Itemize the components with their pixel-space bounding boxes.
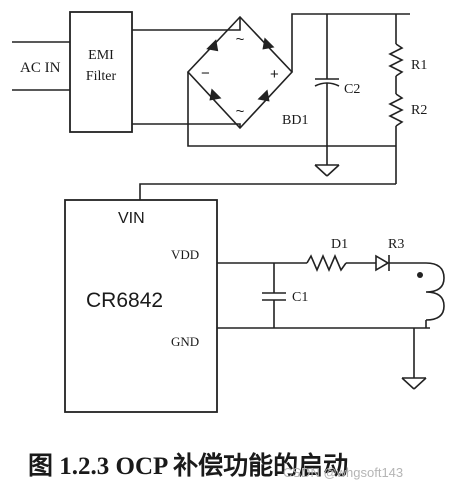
r3-component [375,254,390,272]
bridge-diode-2 [262,37,275,50]
vin-pin-label: VIN [118,210,145,227]
c1-label: C1 [292,290,308,305]
watermark: CSDN @whgsoft143 [283,465,404,480]
bridge-ac-top-label: ~ [236,31,245,48]
r1-resistor [388,43,404,77]
negative-rail-wire [187,72,396,147]
vin-feed-wire [139,183,396,200]
winding-polarity-dot [417,272,423,278]
bridge-diode-3 [209,88,222,101]
emi-to-bridge-bottom-wire [132,123,241,128]
bridge-plus-label: + [270,66,279,83]
chip-part-number: CR6842 [86,289,163,312]
emi-to-bridge-top-wire [132,17,241,31]
figure-caption: 图 1.2.3 OCP 补偿功能的启动 [28,453,349,480]
bridge-rectifier [186,15,294,130]
bridge-diode-1 [206,39,219,52]
c2-label: C2 [344,82,360,97]
auxiliary-winding [425,262,445,321]
bridge-ac-bottom-label: ~ [236,103,245,120]
ground-symbol-top [314,164,340,177]
d1-label: D1 [331,237,348,252]
emi-label: EMI [88,48,114,63]
cr6842-chip [64,199,218,413]
r1-label: R1 [411,58,427,73]
gnd-pin-label: GND [171,334,199,349]
bridge-diode-4 [257,89,270,102]
r2-label: R2 [411,103,427,118]
bd1-label: BD1 [282,113,308,128]
positive-rail-wire [291,13,410,72]
r2-resistor [388,93,404,127]
ground-symbol-bottom [401,377,427,390]
bridge-minus-label: − [201,65,210,82]
ac-in-label: AC IN [20,60,61,76]
vdd-pin-label: VDD [171,247,199,262]
emi-filter-block [69,11,133,133]
d1-component [306,253,347,273]
r3-label: R3 [388,237,404,252]
filter-label: Filter [86,69,117,84]
